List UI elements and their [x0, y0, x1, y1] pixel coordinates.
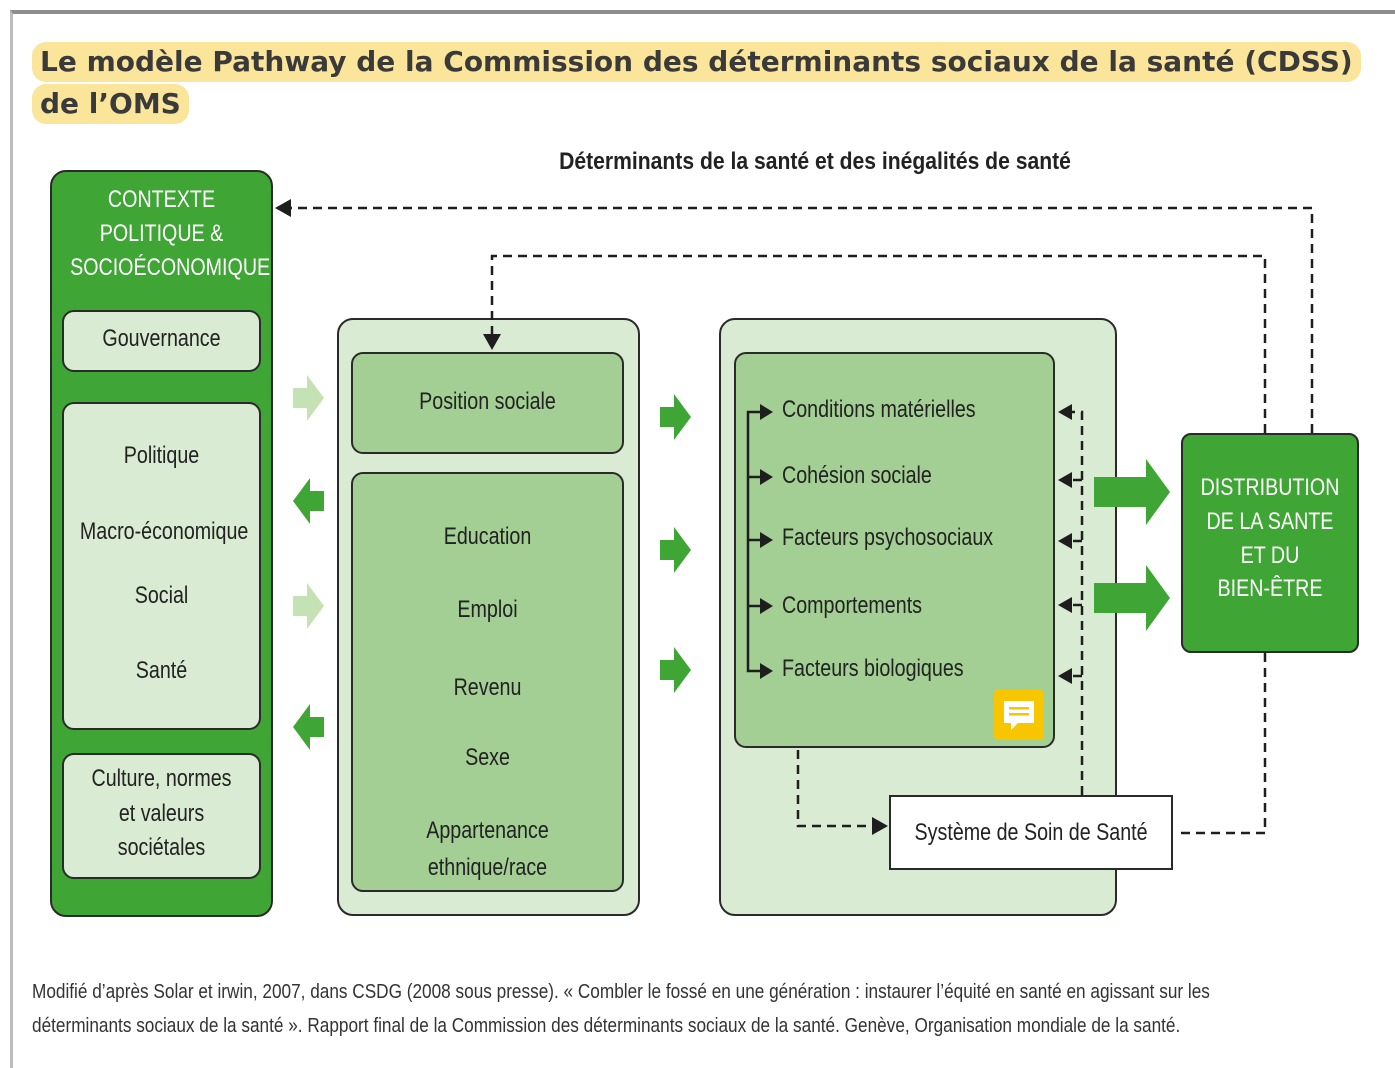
health-system-box	[889, 795, 1173, 870]
policy-sante: Santé	[135, 657, 188, 684]
outcome-line1: DISTRIBUTION	[1200, 474, 1340, 501]
figure-title-line2: de l’OMS	[32, 84, 189, 124]
stratifier-revenu: Revenu	[453, 674, 522, 701]
outcome-line4: BIEN-ÊTRE	[1217, 575, 1323, 602]
intermediary-cohesion: Cohésion sociale	[782, 462, 932, 489]
policy-social: Social	[134, 582, 189, 609]
stratifiers-box	[351, 472, 624, 892]
figure-frame	[10, 10, 1395, 1068]
arrow-structural-to-intermediary-2	[660, 527, 691, 573]
outcome-box	[1181, 433, 1359, 653]
arrow-structural-to-context-1	[293, 478, 324, 524]
intermediary-biological: Facteurs biologiques	[782, 655, 964, 682]
intermediary-behaviors: Comportements	[782, 592, 923, 619]
arrow-structural-to-context-2	[293, 704, 324, 750]
stratifier-ethnic-1: Appartenance	[426, 817, 549, 844]
health-system-label: Système de Soin de Santé	[914, 819, 1148, 846]
diagram-subtitle: Déterminants de la santé et des inégalit…	[559, 148, 1071, 175]
governance-label: Gouvernance	[102, 325, 221, 352]
figure-title-line1: Le modèle Pathway de la Commission des d…	[32, 42, 1361, 82]
outcome-line2: DE LA SANTE	[1206, 508, 1334, 535]
culture-line1: Culture, normes	[91, 765, 232, 792]
policy-politique: Politique	[123, 442, 200, 469]
stratifier-sexe: Sexe	[465, 744, 510, 771]
stratifier-ethnic-2: ethnique/race	[427, 854, 548, 881]
caption-line2: déterminants sociaux de la santé ». Rapp…	[32, 1015, 1181, 1037]
governance-box	[62, 310, 261, 372]
arrow-intermediary-to-outcome-2	[1094, 565, 1170, 631]
stratifier-education: Education	[443, 523, 532, 550]
intermediary-inner-box	[734, 352, 1055, 748]
social-position-label: Position sociale	[419, 388, 556, 415]
social-position-box	[351, 352, 624, 454]
outcome-line3: ET DU	[1240, 542, 1300, 569]
culture-line2: et valeurs	[118, 800, 205, 827]
caption-line1: Modifié d’après Solar et irwin, 2007, da…	[32, 981, 1210, 1003]
policies-box	[62, 402, 261, 730]
intermediary-conditions: Conditions matérielles	[782, 396, 976, 423]
stratifier-emploi: Emploi	[457, 596, 518, 623]
arrow-structural-to-intermediary-1	[660, 394, 691, 440]
culture-box	[62, 753, 261, 879]
culture-line3: sociétales	[117, 834, 206, 861]
context-header-2: POLITIQUE &	[99, 220, 224, 247]
context-header-1: CONTEXTE	[107, 186, 216, 213]
intermediary-psychosocial: Facteurs psychosociaux	[782, 524, 994, 551]
comment-icon[interactable]	[994, 690, 1044, 740]
arrow-context-to-structural-2	[293, 583, 324, 629]
policy-macro: Macro-économique	[79, 518, 249, 545]
context-header-3: SOCIOÉCONOMIQUE	[70, 254, 271, 281]
arrow-structural-to-intermediary-3	[660, 647, 691, 693]
arrow-context-to-structural-1	[293, 375, 324, 421]
arrow-intermediary-to-outcome-1	[1094, 459, 1170, 525]
